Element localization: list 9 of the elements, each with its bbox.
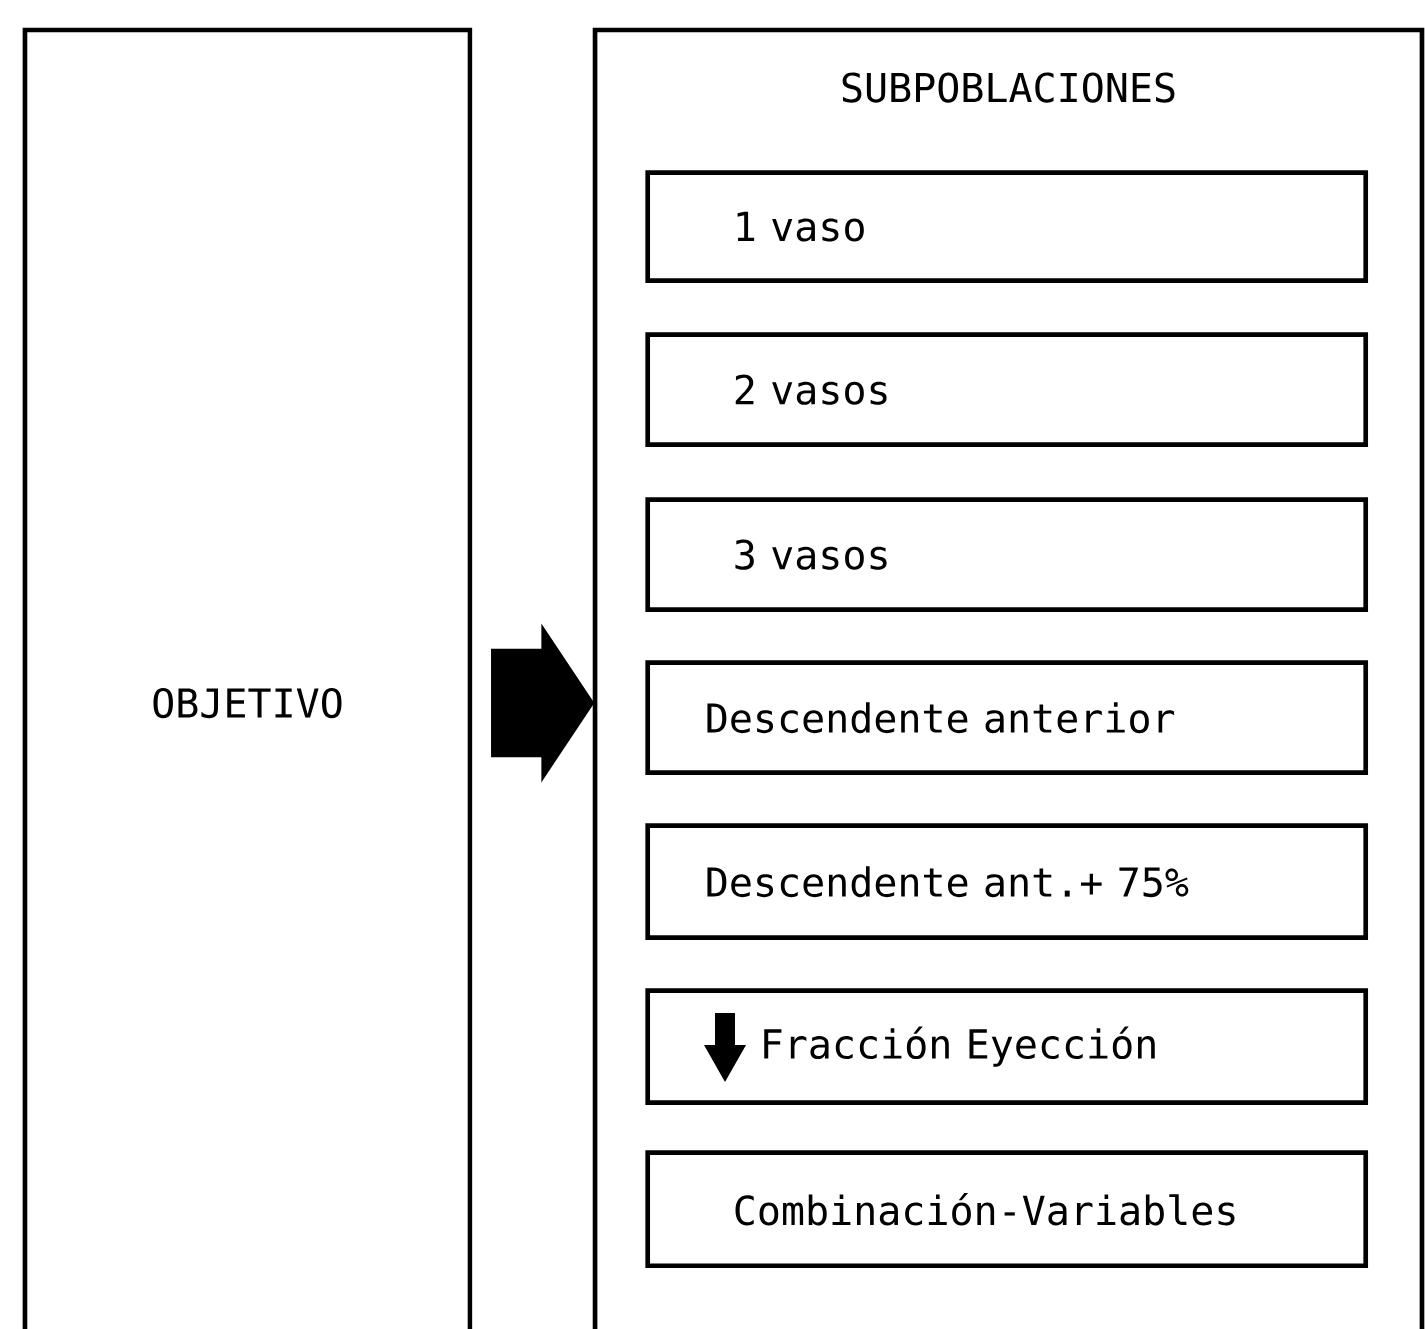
objective-box: OBJETIVO — [22, 27, 473, 1329]
subgroup-box: Combinación-Variables — [645, 1150, 1369, 1269]
subgroup-box: 2 vasos — [645, 332, 1369, 447]
subgroup-box: 3 vasos — [645, 497, 1369, 612]
subgroup-box: 1 vaso — [645, 170, 1369, 283]
block-arrow — [491, 623, 595, 783]
subgroup-box: Descendente anterior — [645, 660, 1369, 775]
subgroup-box: Fracción Eyección — [645, 988, 1369, 1105]
subgroup-box: Descendente ant.+ 75% — [645, 823, 1369, 940]
